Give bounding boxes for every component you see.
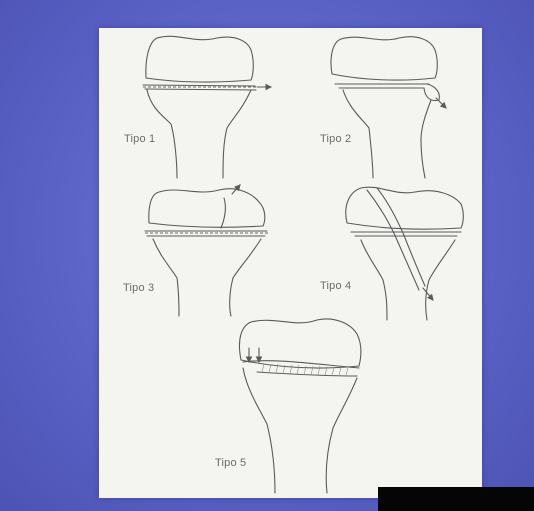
label-tipo-4: Tipo 4 — [320, 280, 351, 292]
label-tipo-5: Tipo 5 — [215, 457, 246, 469]
figure-tipo-3 — [145, 185, 269, 316]
black-bar — [378, 487, 534, 511]
label-tipo-1: Tipo 1 — [124, 133, 155, 145]
slide-panel: Tipo 1 Tipo 2 Tipo 3 Tipo 4 Tipo 5 — [99, 28, 482, 498]
fracture-diagram — [99, 28, 482, 498]
label-tipo-3: Tipo 3 — [123, 282, 154, 294]
figure-tipo-4 — [346, 187, 464, 320]
figure-tipo-2 — [331, 37, 446, 178]
figure-tipo-1 — [143, 36, 271, 178]
label-tipo-2: Tipo 2 — [320, 133, 351, 145]
figure-tipo-5 — [239, 319, 361, 493]
